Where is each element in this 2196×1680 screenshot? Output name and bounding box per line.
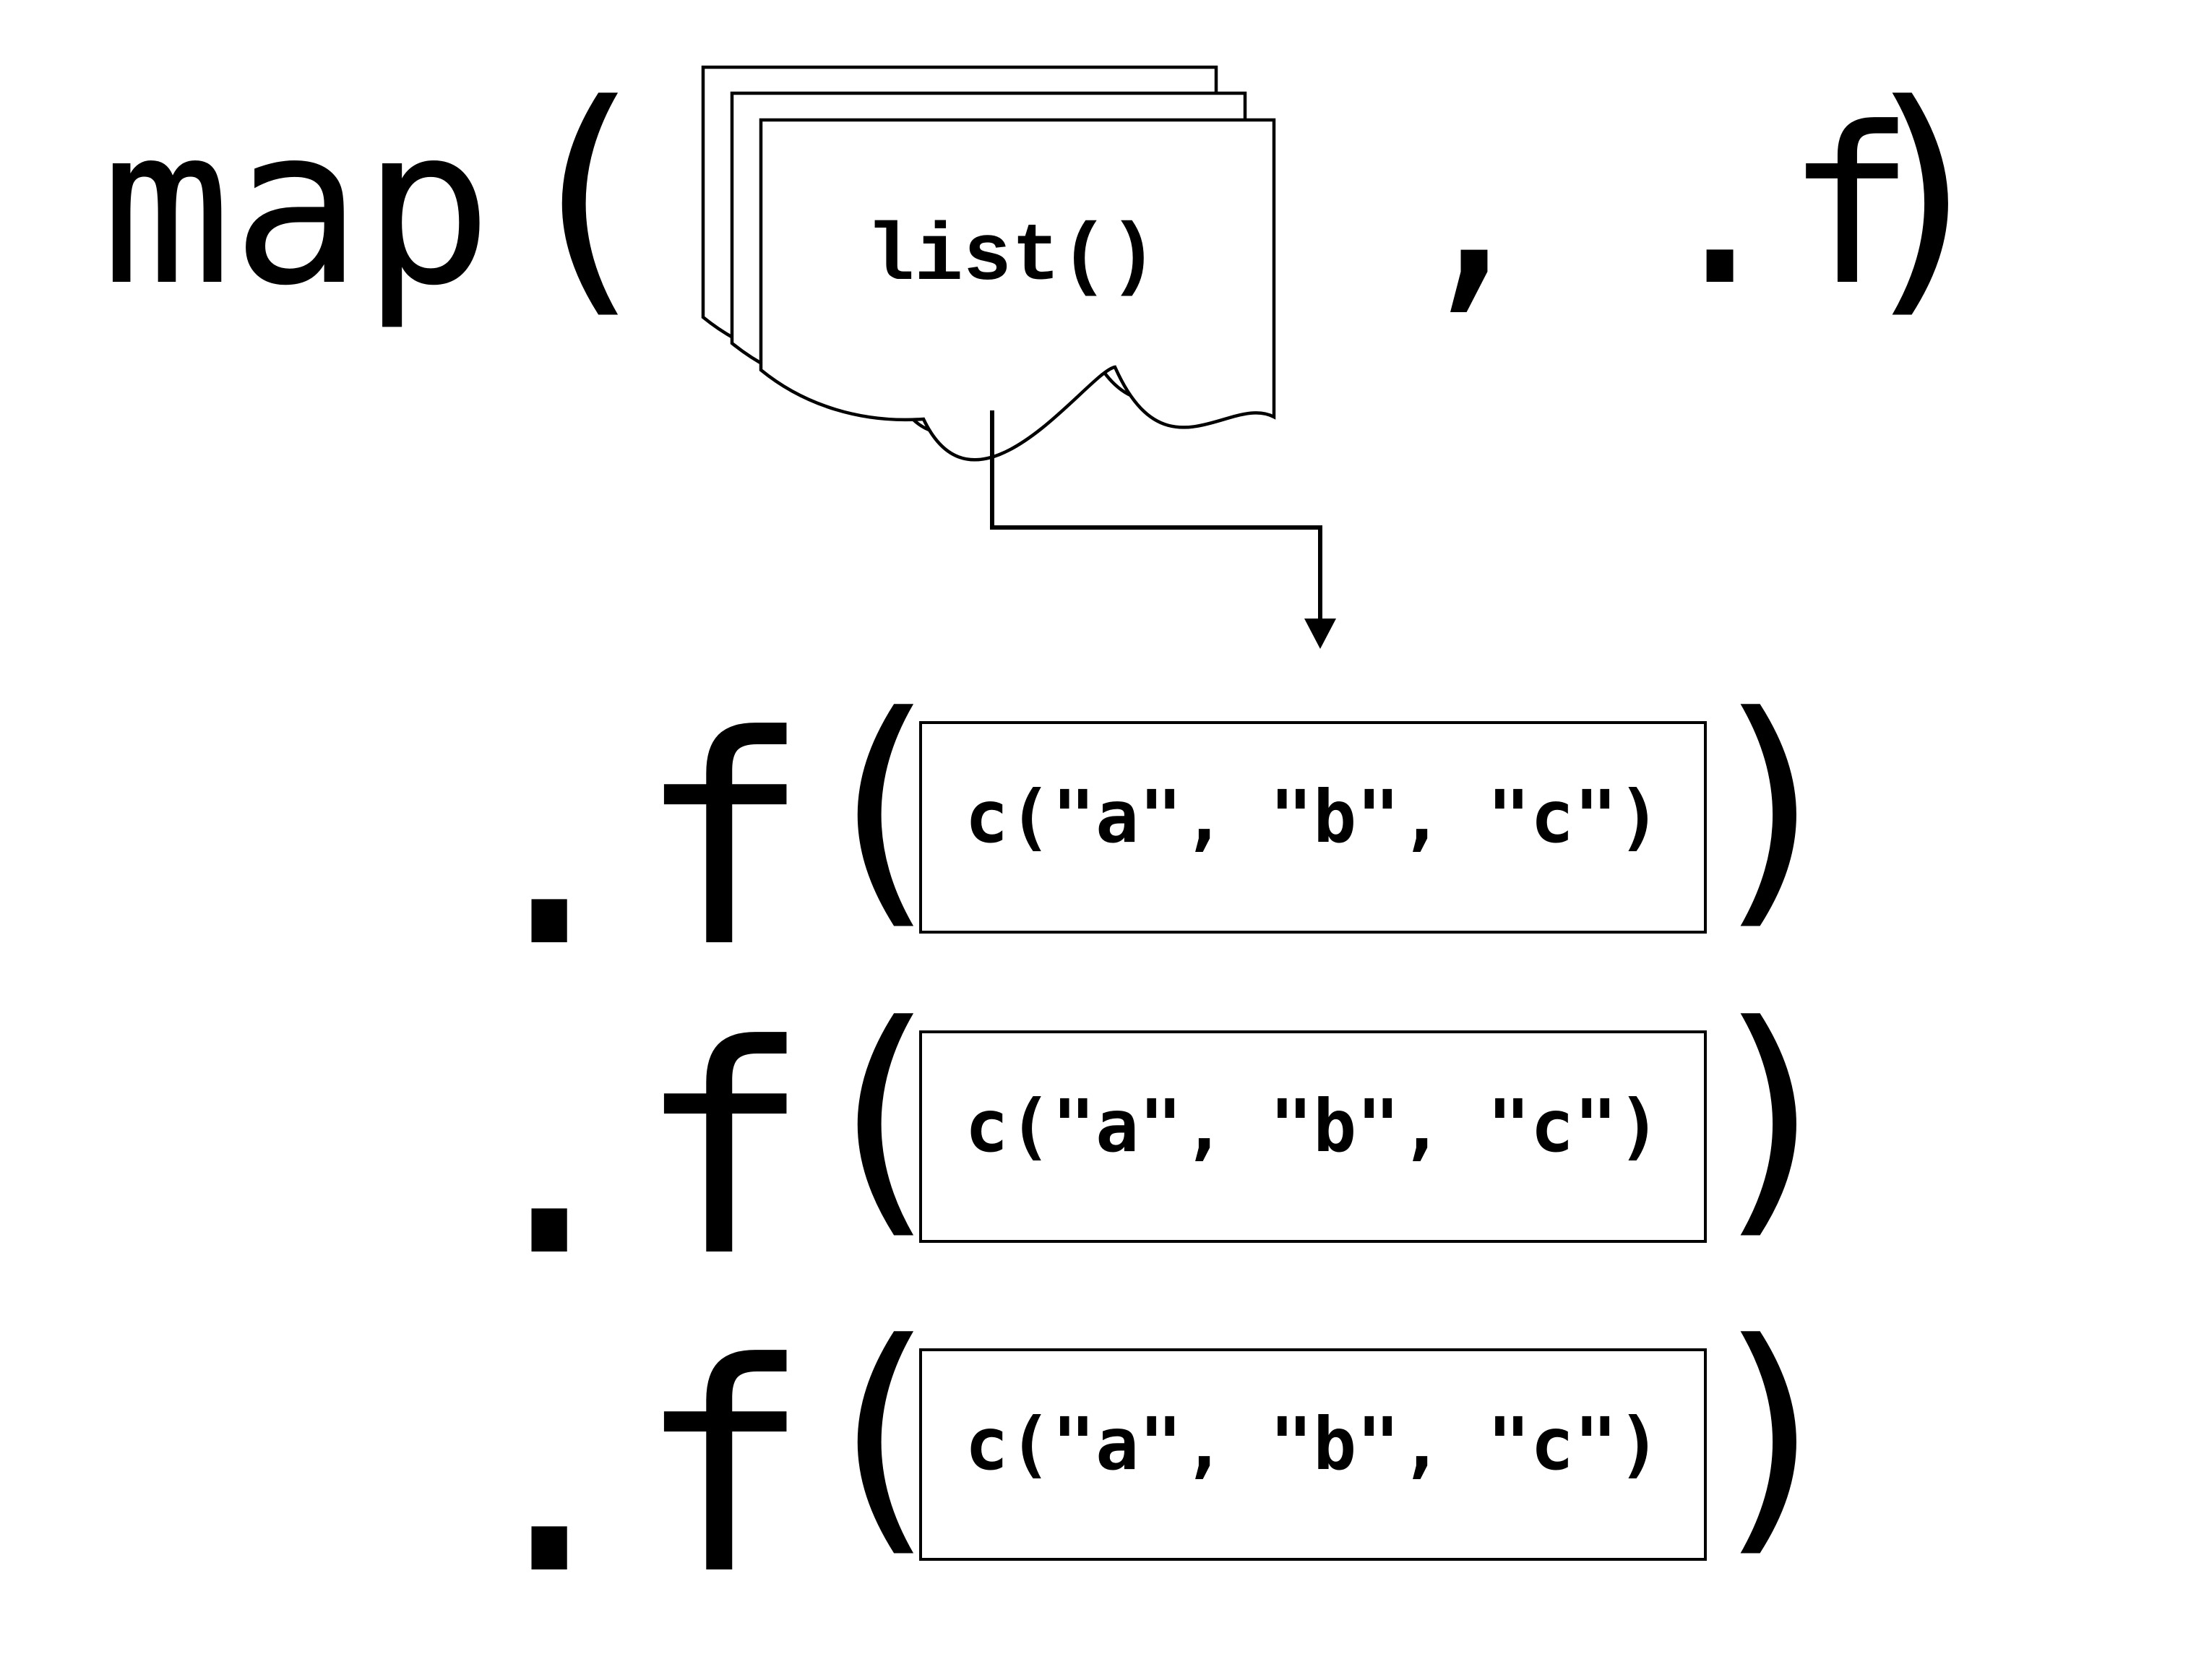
element-box	[919, 1030, 1707, 1243]
row-function-name: .f	[462, 1302, 811, 1638]
element-value: c("a", "b", "c")	[965, 775, 1661, 859]
map-expression: map ( , .f )	[101, 51, 2000, 341]
map-open-paren: (	[510, 51, 660, 341]
mapped-call-row: .f ( c("a", "b", "c") )	[462, 663, 1848, 1011]
element-value: c("a", "b", "c")	[965, 1084, 1661, 1168]
row-close-paren: )	[1698, 1290, 1848, 1580]
mapped-call-row: .f ( c("a", "b", "c") )	[462, 1290, 1848, 1638]
map-function-name: map	[101, 81, 493, 333]
map-argument-separator: ,	[1408, 81, 1538, 333]
row-close-paren: )	[1698, 972, 1848, 1262]
element-box	[919, 1348, 1707, 1561]
map-function-arg: .f	[1655, 81, 1916, 333]
element-value: c("a", "b", "c")	[965, 1402, 1661, 1486]
mapped-call-row: .f ( c("a", "b", "c") )	[462, 972, 1848, 1320]
map-close-paren: )	[1850, 51, 2000, 341]
flow-arrow	[990, 410, 1336, 649]
row-close-paren: )	[1698, 663, 1848, 952]
row-function-name: .f	[462, 675, 811, 1011]
element-box	[919, 721, 1707, 934]
row-function-name: .f	[462, 984, 811, 1320]
list-stack-label: list()	[866, 212, 1157, 303]
arrowhead-icon	[1304, 619, 1336, 649]
